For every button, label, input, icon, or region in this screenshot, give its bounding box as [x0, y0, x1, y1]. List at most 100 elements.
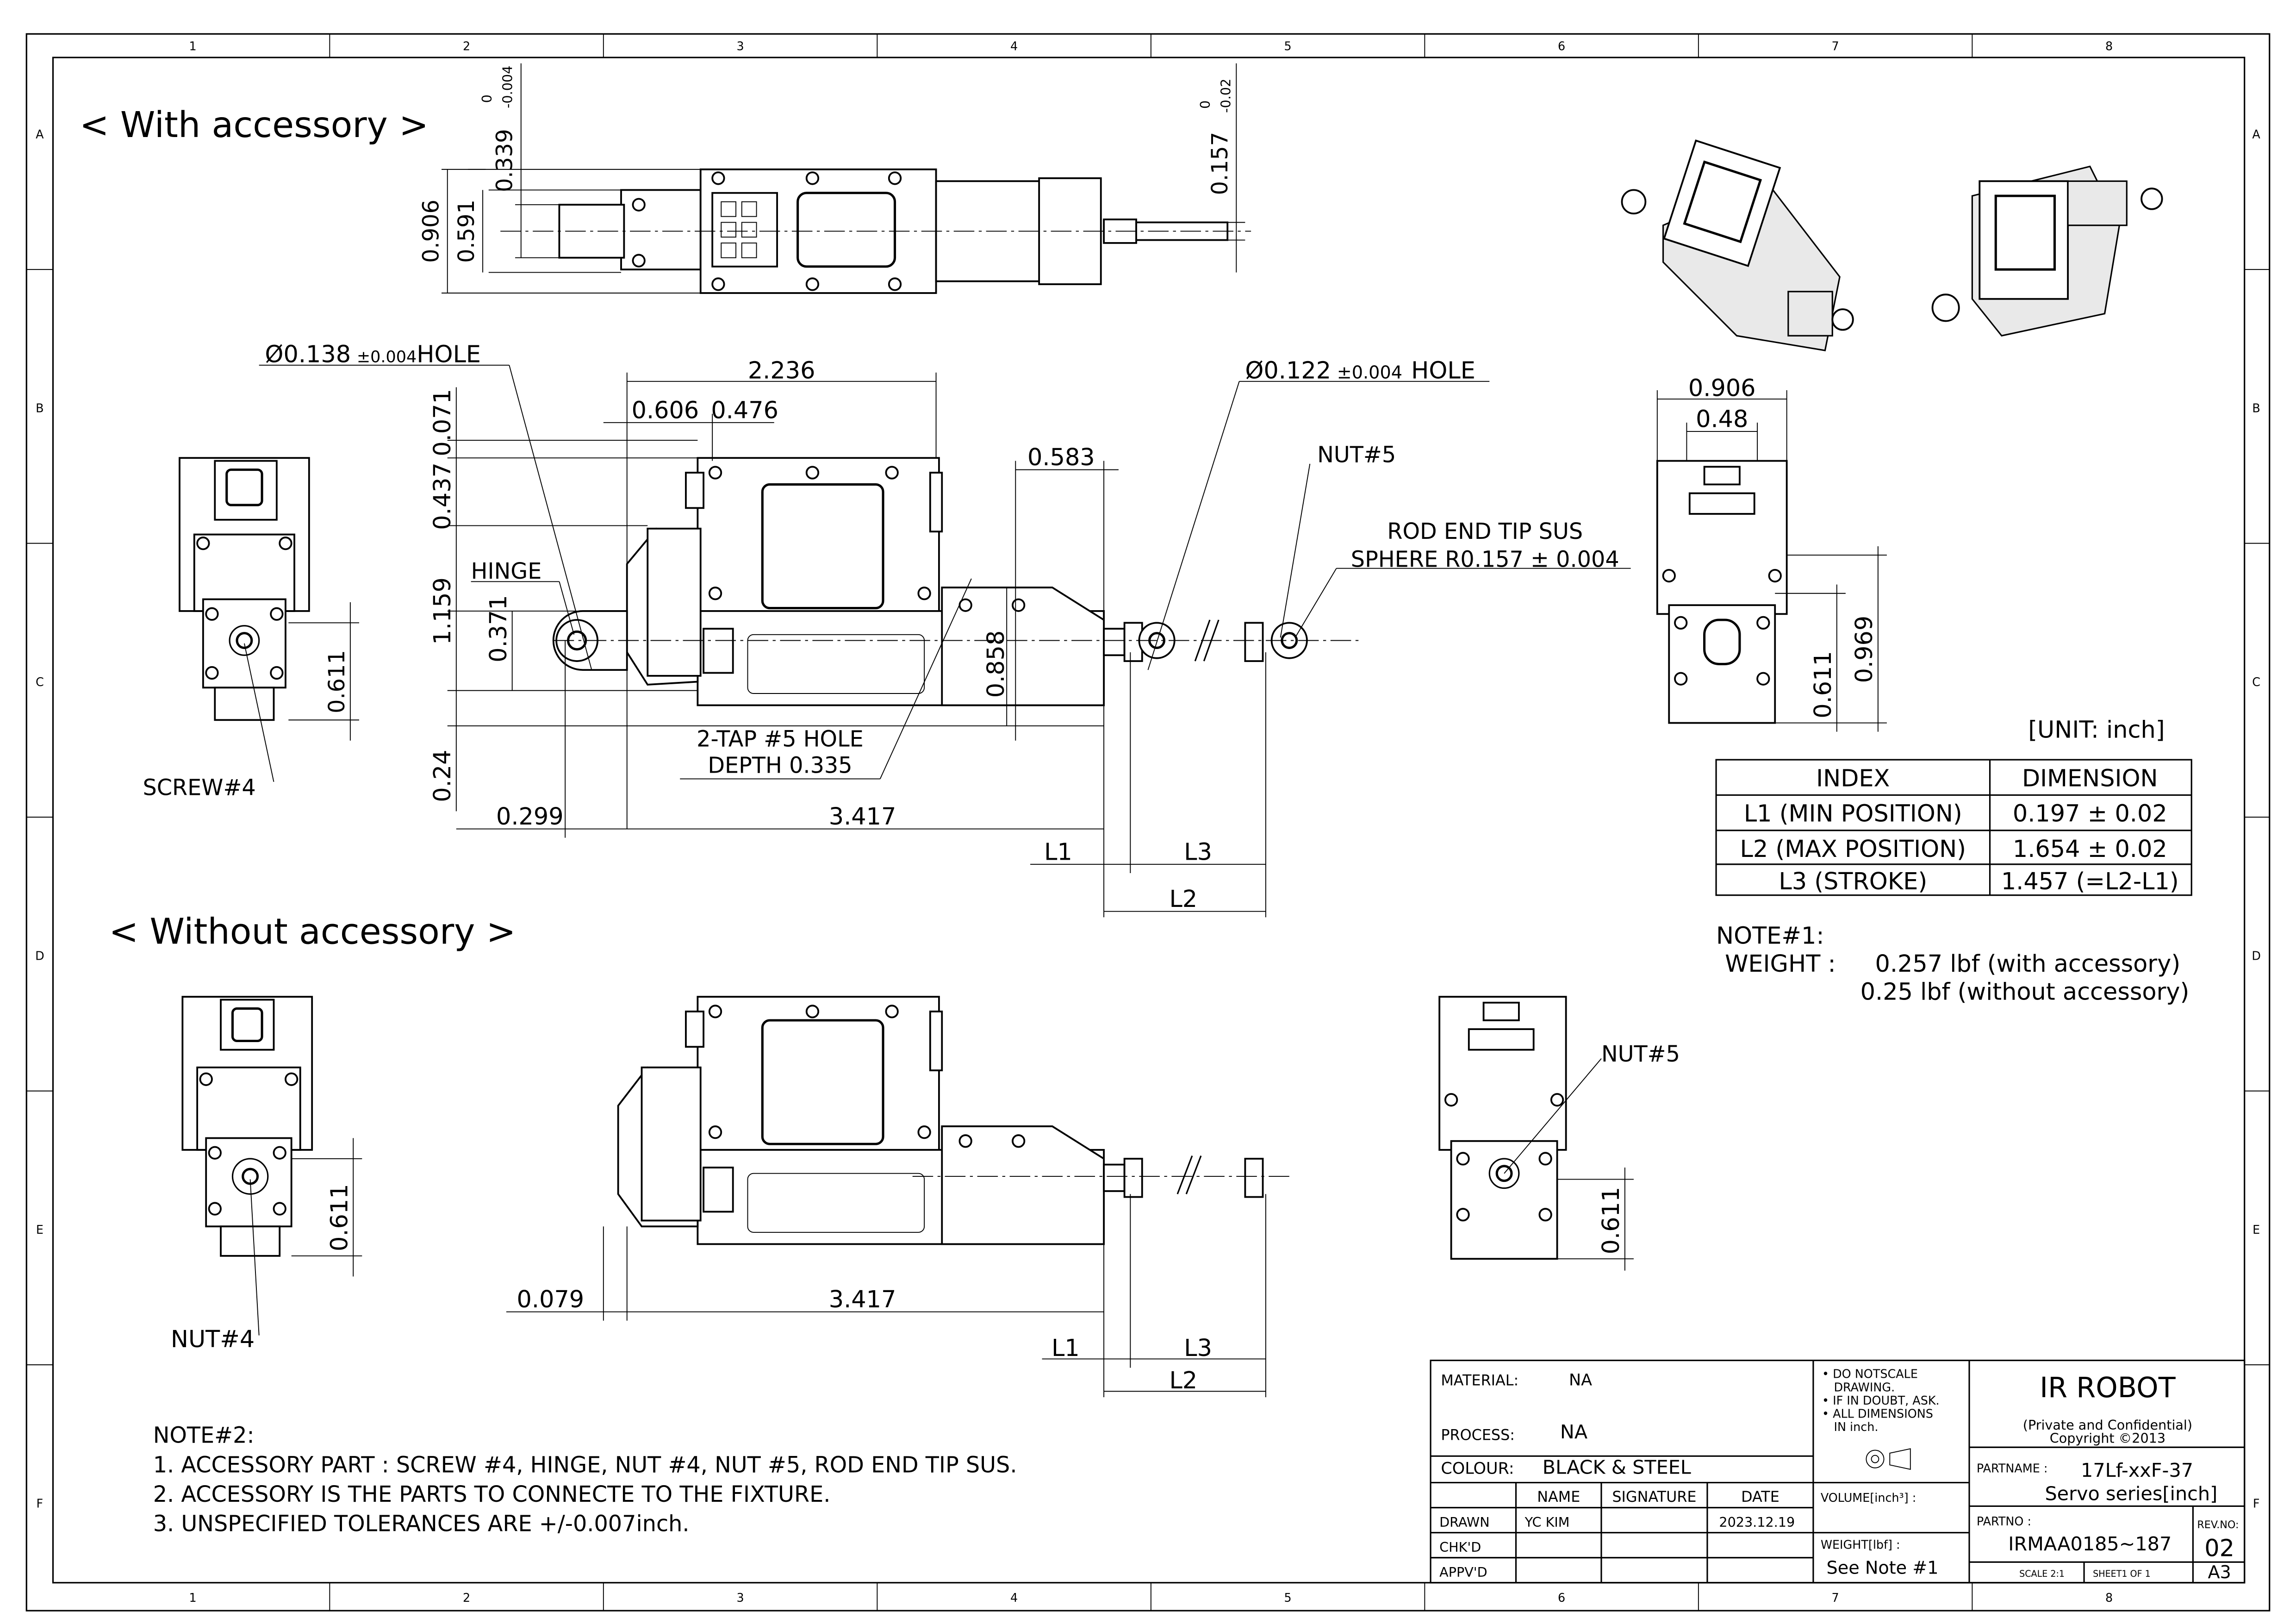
table-cell: L1 (MIN POSITION) — [1744, 800, 1962, 827]
dim-0079: 0.079 — [517, 1286, 585, 1313]
tb-sheet: SHEET1 OF 1 — [2093, 1569, 2151, 1579]
zone-col-top: 8 — [2105, 39, 2113, 53]
dim-top-0157-tol-upper: 0 — [1197, 100, 1213, 109]
tb-partno-label: PARTNO : — [1977, 1514, 2031, 1528]
tb-material-label: MATERIAL: — [1441, 1372, 1518, 1389]
tb-colour-label: COLOUR: — [1441, 1459, 1514, 1478]
tb-row-apprd: APPV'D — [1439, 1564, 1487, 1580]
table-cell: 0.197 ± 0.02 — [2013, 800, 2167, 827]
zone-row-left: C — [36, 675, 44, 689]
zone-row-left: E — [36, 1223, 44, 1237]
projection-symbol — [1866, 1448, 1911, 1470]
tb-col-signature: SIGNATURE — [1612, 1488, 1696, 1505]
tb-material-value: NA — [1569, 1371, 1592, 1390]
top-view: 0.906 0.591 0.339 0 -0.004 0.157 0 -0.02 — [419, 63, 1251, 294]
tb-weight-value: See Note #1 — [1827, 1558, 1939, 1578]
dim-0583: 0.583 — [1027, 443, 1095, 471]
tb-rev-label: REV.NO: — [2197, 1519, 2239, 1531]
zone-labels: 1 2 3 4 5 6 7 8 1 2 3 4 5 6 7 8 A B C D … — [35, 39, 2261, 1605]
dim-L3: L3 — [1184, 838, 1212, 865]
tb-drawn-name: YC KIM — [1524, 1514, 1570, 1530]
zone-col-bottom: 5 — [1284, 1591, 1292, 1605]
tb-size: A3 — [2208, 1562, 2231, 1582]
hole-left-label: Ø0.138±0.004HOLE — [265, 340, 481, 368]
zone-col-top: 6 — [1558, 39, 1565, 53]
title-block: MATERIAL: NA PROCESS: NA COLOUR: BLACK &… — [1430, 1360, 2246, 1584]
dim-0611-a: 0.611 — [324, 650, 350, 713]
zone-row-right: E — [2252, 1223, 2260, 1237]
tb-partname-label: PARTNAME : — [1977, 1461, 2048, 1475]
end-view-without-accessory: 0.611 — [181, 996, 362, 1277]
zone-col-top: 4 — [1010, 39, 1018, 53]
zone-row-left: D — [35, 949, 44, 963]
dim-top-0906: 0.906 — [419, 200, 444, 263]
unit-label: [UNIT: inch] — [2028, 716, 2165, 743]
tb-partname-2: Servo series[inch] — [2045, 1483, 2217, 1505]
callout-rod-end-2: SPHERE R0.157 ± 0.004 — [1351, 547, 1619, 573]
dimension-table: INDEX DIMENSION L1 (MIN POSITION) 0.197 … — [1715, 759, 2192, 896]
dim-0611-d: 0.611 — [1597, 1187, 1624, 1255]
note1-label: WEIGHT : — [1725, 950, 1836, 977]
dim-3417-b: 3.417 — [829, 1286, 896, 1313]
dim-top-0339: 0.339 — [492, 129, 518, 193]
tb-row-drawn: DRAWN — [1439, 1514, 1489, 1530]
right-end-view-with-accessory: 0.906 0.48 0.611 0.969 — [1656, 375, 1887, 732]
tb-volume-label: VOLUME[inch³] : — [1821, 1491, 1916, 1505]
zone-row-right: D — [2252, 949, 2261, 963]
dim-top-0339-tol-lower: -0.004 — [500, 66, 516, 108]
tb-note: DRAWING. — [1834, 1380, 1895, 1394]
dim-024: 0.24 — [429, 750, 456, 802]
zone-col-top: 2 — [463, 39, 470, 53]
dim-048: 0.48 — [1696, 405, 1748, 432]
side-view-with-accessory — [552, 457, 1363, 706]
iso-render-1 — [1621, 139, 1854, 351]
table-header-index: INDEX — [1816, 764, 1890, 792]
tb-col-date: DATE — [1741, 1488, 1780, 1505]
end-view-with-accessory: 0.611 — [179, 457, 359, 741]
dim-L2-b: L2 — [1169, 1367, 1197, 1394]
dim-top-0157-tol-lower: -0.02 — [1218, 79, 1234, 113]
note2-line: 2. ACCESSORY IS THE PARTS TO CONNECTE TO… — [153, 1482, 831, 1507]
dim-0476: 0.476 — [711, 396, 778, 424]
callout-nut5-bottom: NUT#5 — [1601, 1042, 1680, 1067]
dim-L1-b: L1 — [1052, 1334, 1080, 1362]
dim-0371: 0.371 — [485, 595, 512, 662]
tb-process-value: NA — [1560, 1421, 1587, 1443]
tb-colour-value: BLACK & STEEL — [1543, 1456, 1691, 1478]
tb-partname-1: 17Lf-xxF-37 — [2081, 1459, 2193, 1481]
table-cell: L2 (MAX POSITION) — [1740, 835, 1966, 862]
side-view-without-accessory — [617, 996, 1289, 1245]
dim-2236: 2.236 — [748, 356, 815, 384]
callout-hinge: HINGE — [471, 559, 542, 584]
tb-note: • DO NOTSCALE — [1822, 1367, 1918, 1381]
table-cell: 1.457 (=L2-L1) — [2001, 868, 2179, 895]
note1-line2: 0.25 lbf (without accessory) — [1860, 978, 2190, 1005]
zone-col-top: 7 — [1832, 39, 1839, 53]
tb-scale: SCALE 2:1 — [2019, 1569, 2065, 1579]
note2-title: NOTE#2: — [153, 1423, 255, 1449]
tb-note: • ALL DIMENSIONS — [1822, 1407, 1933, 1421]
note2-line: 1. ACCESSORY PART : SCREW #4, HINGE, NUT… — [153, 1452, 1017, 1478]
zone-col-bottom: 4 — [1010, 1591, 1018, 1605]
dim-top-0339-tol-upper: 0 — [479, 94, 495, 103]
dim-L3-b: L3 — [1184, 1334, 1212, 1362]
dim-1159: 1.159 — [429, 577, 456, 645]
tb-process-label: PROCESS: — [1441, 1426, 1515, 1443]
dim-0906-side: 0.906 — [1688, 375, 1756, 402]
zone-col-bottom: 8 — [2105, 1591, 2113, 1605]
zone-col-bottom: 2 — [463, 1591, 470, 1605]
dim-0611-c: 0.611 — [326, 1184, 353, 1251]
zone-col-bottom: 3 — [737, 1591, 744, 1605]
zone-col-bottom: 7 — [1832, 1591, 1839, 1605]
tb-note: IN inch. — [1834, 1420, 1878, 1434]
tb-note: • IF IN DOUBT, ASK. — [1822, 1393, 1940, 1407]
dim-0858: 0.858 — [982, 631, 1009, 698]
tb-rev-value: 02 — [2204, 1535, 2234, 1562]
dim-0606: 0.606 — [632, 396, 699, 424]
callout-rod-end-1: ROD END TIP SUS — [1387, 519, 1583, 544]
callout-tap-1: 2-TAP #5 HOLE — [697, 726, 864, 752]
tb-weight-label: WEIGHT[lbf] : — [1821, 1538, 1900, 1552]
zone-row-right: A — [2252, 127, 2260, 141]
